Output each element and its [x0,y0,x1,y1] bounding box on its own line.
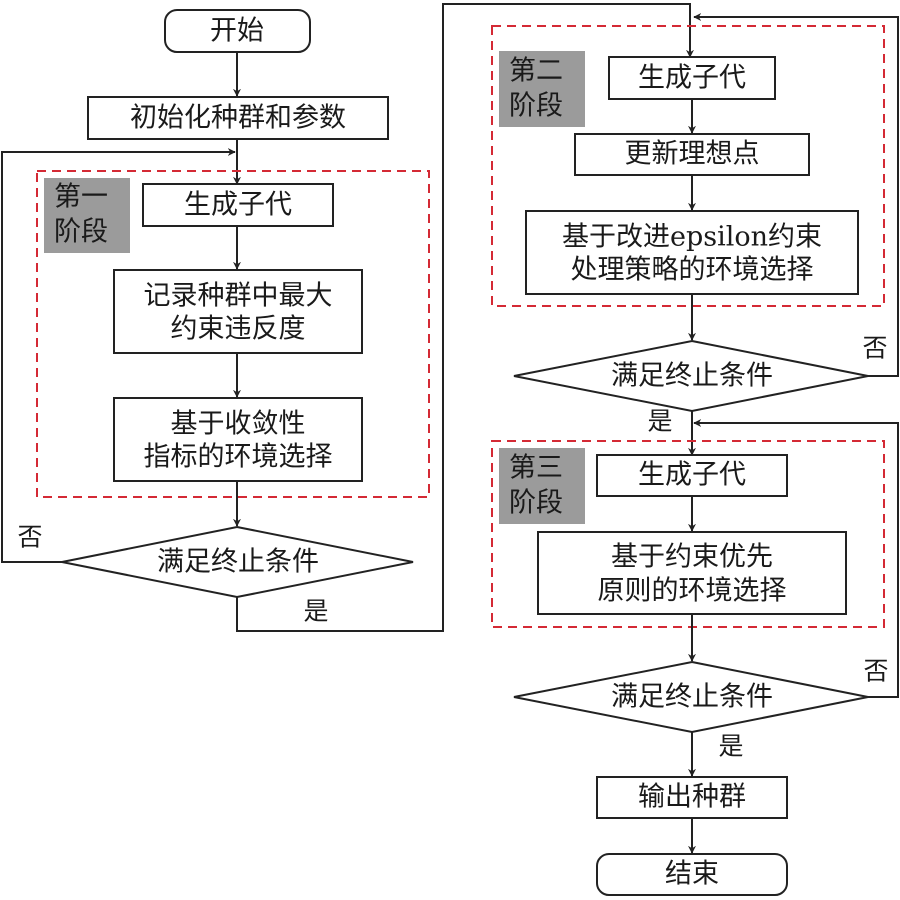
stage3-frame [491,440,885,628]
stage1-step2-line1: 记录种群中最大 [144,281,333,312]
stage2-step3-line1: 基于改进epsilon约束 [562,222,822,253]
end-node: 结束 [596,853,788,896]
stage2-tag-line1: 第二 [509,56,563,87]
stage2-no-label: 否 [862,334,887,363]
stage1-generate-offspring: 生成子代 [142,183,334,227]
stage1-yes-label: 是 [303,597,328,626]
stage1-step2-line2: 约束违反度 [171,314,306,345]
stage1-decision-label: 满足终止条件 [157,547,319,578]
stage2-tag: 第二 阶段 [499,51,585,127]
stage3-decision-label: 满足终止条件 [611,682,773,713]
stage2-tag-line2: 阶段 [509,91,563,122]
stage1-tag-line2: 阶段 [54,217,108,248]
stage2-epsilon-selection: 基于改进epsilon约束 处理策略的环境选择 [525,210,859,295]
stage1-no-loop [1,148,236,563]
stage2-step2-label: 更新理想点 [625,139,760,170]
stage3-tag: 第三 阶段 [499,448,585,524]
init-label: 初始化种群和参数 [130,103,346,134]
stage3-yes-label: 是 [718,732,743,761]
stage3-decision: 满足终止条件 [513,660,869,734]
stage1-frame [36,170,430,498]
stage3-tag-line2: 阶段 [509,488,563,519]
stage3-constraint-priority-selection: 基于约束优先 原则的环境选择 [537,531,847,615]
stage2-no-loop [693,13,899,377]
stage1-convergence-selection: 基于收敛性 指标的环境选择 [113,397,363,482]
stage2-decision: 满足终止条件 [513,339,869,413]
start-node: 开始 [164,9,311,53]
stage1-step3-line1: 基于收敛性 [171,409,306,440]
stage3-step2-line2: 原则的环境选择 [598,576,787,607]
output-label: 输出种群 [638,782,746,813]
end-label: 结束 [665,859,719,890]
stage1-tag: 第一 阶段 [44,178,130,253]
stage1-yes-connector [236,3,694,632]
stage2-yes-label: 是 [647,407,672,436]
stage2-frame [491,25,885,307]
stage1-decision: 满足终止条件 [61,525,414,599]
stage3-tag-line1: 第三 [509,453,563,484]
stage3-no-loop [693,419,899,698]
stage2-generate-offspring: 生成子代 [608,56,776,100]
output-population-node: 输出种群 [596,776,788,819]
stage3-no-label: 否 [863,657,888,686]
stage3-step1-label: 生成子代 [638,460,746,491]
stage2-step3-line2: 处理策略的环境选择 [571,255,814,286]
stage3-generate-offspring: 生成子代 [596,454,788,497]
stage3-step2-line1: 基于约束优先 [611,542,773,573]
stage1-step3-line2: 指标的环境选择 [144,442,333,473]
stage1-record-max-cv: 记录种群中最大 约束违反度 [113,269,363,354]
stage2-update-ideal-point: 更新理想点 [574,133,810,176]
stage2-decision-label: 满足终止条件 [611,361,773,392]
stage1-step1-label: 生成子代 [184,190,292,221]
stage2-step1-label: 生成子代 [638,63,746,94]
start-label: 开始 [210,16,264,47]
stage1-no-label: 否 [17,523,42,552]
stage1-tag-line1: 第一 [54,182,108,213]
init-node: 初始化种群和参数 [87,96,389,140]
